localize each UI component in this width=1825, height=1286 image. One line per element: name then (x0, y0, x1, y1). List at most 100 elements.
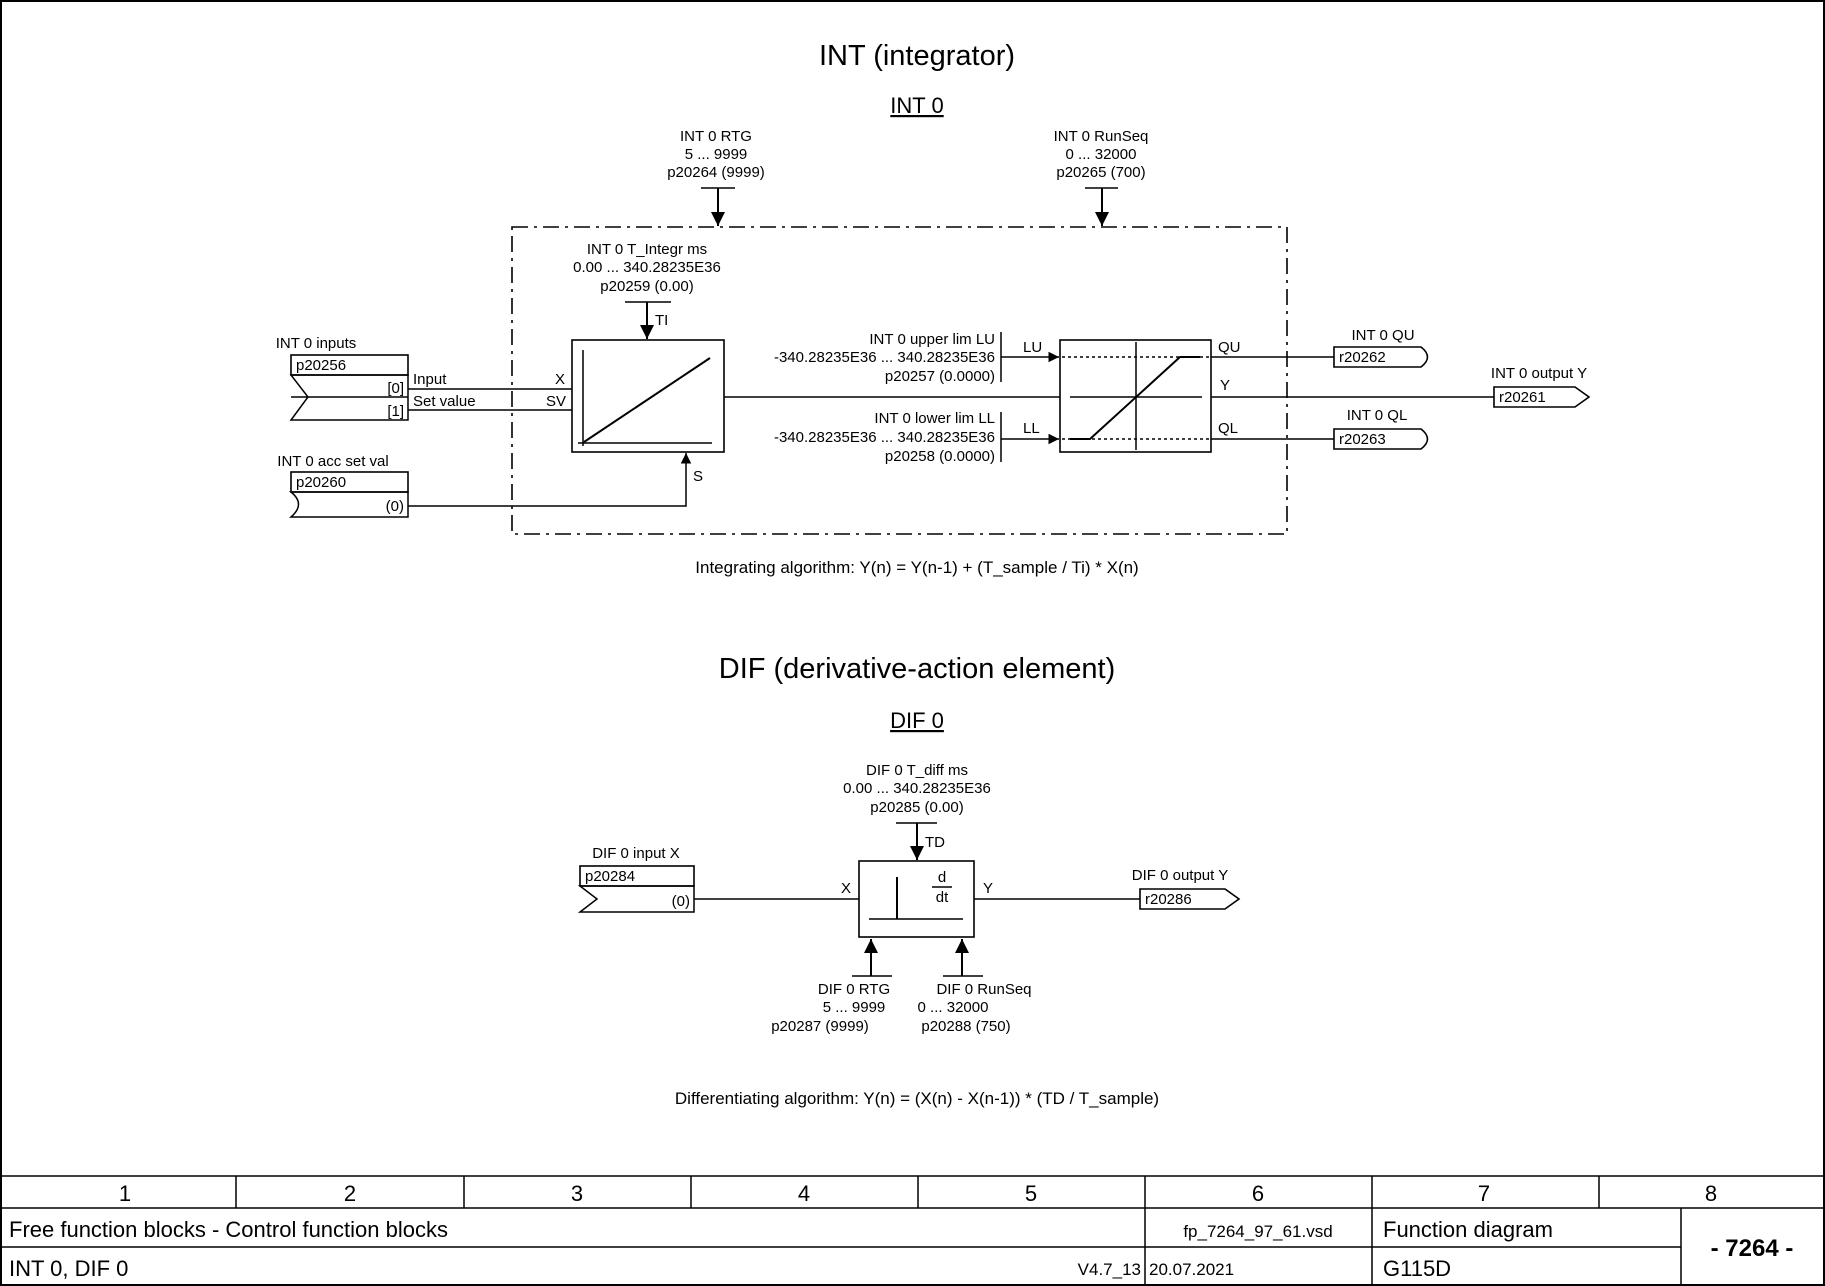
svg-text:p20265 (700): p20265 (700) (1056, 164, 1145, 181)
footer-col-1: 1 (119, 1181, 131, 1206)
svg-text:p20264 (9999): p20264 (9999) (667, 164, 765, 181)
dif-output-connector: Y DIF 0 output Y r20286 (974, 867, 1241, 910)
svg-text:DIF 0 input X: DIF 0 input X (592, 845, 680, 862)
svg-text:-340.28235E36 ... 340.28235E36: -340.28235E36 ... 340.28235E36 (774, 349, 995, 366)
footer-page-number: - 7264 - (1711, 1235, 1794, 1262)
svg-text:5 ... 9999: 5 ... 9999 (685, 146, 748, 163)
svg-text:p20288 (750): p20288 (750) (921, 1018, 1010, 1035)
int-y-connector: INT 0 output Y r20261 (1491, 365, 1591, 408)
svg-text:r20286: r20286 (1145, 891, 1192, 908)
svg-text:Y: Y (983, 880, 993, 897)
svg-text:5 ... 9999: 5 ... 9999 (823, 999, 886, 1016)
svg-text:0.00 ... 340.28235E36: 0.00 ... 340.28235E36 (573, 259, 721, 276)
svg-text:TI: TI (655, 312, 668, 329)
svg-text:DIF 0 T_diff ms: DIF 0 T_diff ms (866, 762, 968, 779)
svg-text:INT 0 lower lim LL: INT 0 lower lim LL (874, 410, 995, 427)
svg-text:INT 0 QU: INT 0 QU (1351, 327, 1414, 344)
int-instance: INT 0 (890, 93, 943, 118)
svg-text:(0): (0) (386, 498, 404, 515)
svg-text:dt: dt (936, 889, 949, 906)
footer-device: G115D (1383, 1256, 1451, 1281)
svg-text:p20285 (0.00): p20285 (0.00) (870, 799, 963, 816)
footer-subtitle: INT 0, DIF 0 (9, 1256, 128, 1281)
svg-text:SV: SV (546, 393, 566, 410)
footer-date: 20.07.2021 (1149, 1260, 1234, 1279)
svg-text:0 ... 32000: 0 ... 32000 (918, 999, 989, 1016)
footer-col-2: 2 (344, 1181, 356, 1206)
svg-text:0.00 ... 340.28235E36: 0.00 ... 340.28235E36 (843, 780, 991, 797)
int-algorithm: Integrating algorithm: Y(n) = Y(n-1) + (… (695, 558, 1138, 577)
int-acc-set-connector: INT 0 acc set val p20260 (0) S (277, 453, 703, 518)
int-rtg-param: INT 0 RTG 5 ... 9999 p20264 (9999) (667, 128, 765, 226)
footer-col-6: 6 (1252, 1181, 1264, 1206)
dif-tdiff-param: DIF 0 T_diff ms 0.00 ... 340.28235E36 p2… (843, 762, 991, 860)
svg-text:S: S (693, 468, 703, 485)
svg-text:QU: QU (1218, 339, 1241, 356)
dif-instance: DIF 0 (890, 708, 944, 733)
svg-text:p20257 (0.0000): p20257 (0.0000) (885, 368, 995, 385)
svg-text:DIF 0 RunSeq: DIF 0 RunSeq (936, 981, 1031, 998)
int-inputs-connector: INT 0 inputs p20256 [0] [1] Input Set va… (276, 335, 572, 421)
footer-col-8: 8 (1705, 1181, 1717, 1206)
svg-text:Set value: Set value (413, 393, 476, 410)
integrator-block (571, 339, 725, 453)
svg-text:0 ... 32000: 0 ... 32000 (1066, 146, 1137, 163)
svg-text:QL: QL (1218, 420, 1238, 437)
svg-text:p20287 (9999): p20287 (9999) (771, 1018, 869, 1035)
footer-col-5: 5 (1025, 1181, 1037, 1206)
svg-text:TD: TD (925, 834, 945, 851)
svg-text:p20258 (0.0000): p20258 (0.0000) (885, 448, 995, 465)
int-ql-connector: INT 0 QL r20263 (1333, 407, 1429, 450)
int-lower-limit-param: INT 0 lower lim LL -340.28235E36 ... 340… (774, 410, 1059, 465)
dif-algorithm: Differentiating algorithm: Y(n) = (X(n) … (675, 1089, 1159, 1108)
int-upper-limit-param: INT 0 upper lim LU -340.28235E36 ... 340… (774, 331, 1059, 385)
svg-text:INT 0 output Y: INT 0 output Y (1491, 365, 1587, 382)
svg-text:X: X (841, 880, 851, 897)
svg-text:DIF 0 output Y: DIF 0 output Y (1132, 867, 1228, 884)
svg-text:[0]: [0] (387, 380, 404, 397)
svg-text:INT 0 RTG: INT 0 RTG (680, 128, 752, 145)
int-runseq-param: INT 0 RunSeq 0 ... 32000 p20265 (700) (1054, 128, 1149, 226)
footer-file: fp_7264_97_61.vsd (1183, 1222, 1332, 1241)
differentiator-block: d dt (858, 860, 975, 938)
footer-title: Free function blocks - Control function … (9, 1217, 448, 1242)
svg-text:p20256: p20256 (296, 357, 346, 374)
svg-text:DIF 0 RTG: DIF 0 RTG (818, 981, 890, 998)
svg-text:r20261: r20261 (1499, 389, 1546, 406)
svg-text:p20260: p20260 (296, 474, 346, 491)
footer-col-4: 4 (798, 1181, 810, 1206)
dif-rtg-param: DIF 0 RTG 5 ... 9999 p20287 (9999) (771, 939, 892, 1035)
limiter-block (1059, 339, 1212, 453)
svg-text:r20263: r20263 (1339, 431, 1386, 448)
int-qu-connector: INT 0 QU r20262 (1333, 327, 1429, 368)
svg-text:r20262: r20262 (1339, 349, 1386, 366)
svg-text:p20259 (0.00): p20259 (0.00) (600, 278, 693, 295)
int-limiter-outputs: QU Y QL (1211, 339, 1334, 440)
svg-text:Input: Input (413, 371, 447, 388)
footer-col-3: 3 (571, 1181, 583, 1206)
svg-text:LU: LU (1023, 339, 1042, 356)
svg-text:[1]: [1] (387, 403, 404, 420)
svg-text:d: d (938, 869, 946, 886)
int-tintegr-param: INT 0 T_Integr ms 0.00 ... 340.28235E36 … (573, 241, 721, 339)
footer-version: V4.7_13 (1078, 1260, 1141, 1279)
svg-text:X: X (555, 371, 565, 388)
svg-text:p20284: p20284 (585, 868, 635, 885)
svg-text:INT 0 inputs: INT 0 inputs (276, 335, 357, 352)
svg-text:LL: LL (1023, 420, 1040, 437)
svg-text:-340.28235E36 ... 340.28235E36: -340.28235E36 ... 340.28235E36 (774, 429, 995, 446)
dif-title: DIF (derivative-action element) (719, 653, 1115, 685)
svg-text:INT 0 T_Integr ms: INT 0 T_Integr ms (587, 241, 707, 258)
svg-text:INT 0 RunSeq: INT 0 RunSeq (1054, 128, 1149, 145)
svg-text:INT 0 upper lim LU: INT 0 upper lim LU (869, 331, 995, 348)
dif-input-connector: DIF 0 input X p20284 (0) X (577, 845, 859, 913)
footer-table: 1 2 3 4 5 6 7 8 Free function blocks - C… (1, 1175, 1824, 1285)
svg-text:INT 0 QL: INT 0 QL (1347, 407, 1408, 424)
footer-doc-type: Function diagram (1383, 1217, 1553, 1242)
svg-text:(0): (0) (672, 893, 690, 910)
svg-text:Y: Y (1220, 377, 1230, 394)
dif-runseq-param: DIF 0 RunSeq 0 ... 32000 p20288 (750) (918, 939, 1032, 1035)
footer-col-7: 7 (1478, 1181, 1490, 1206)
